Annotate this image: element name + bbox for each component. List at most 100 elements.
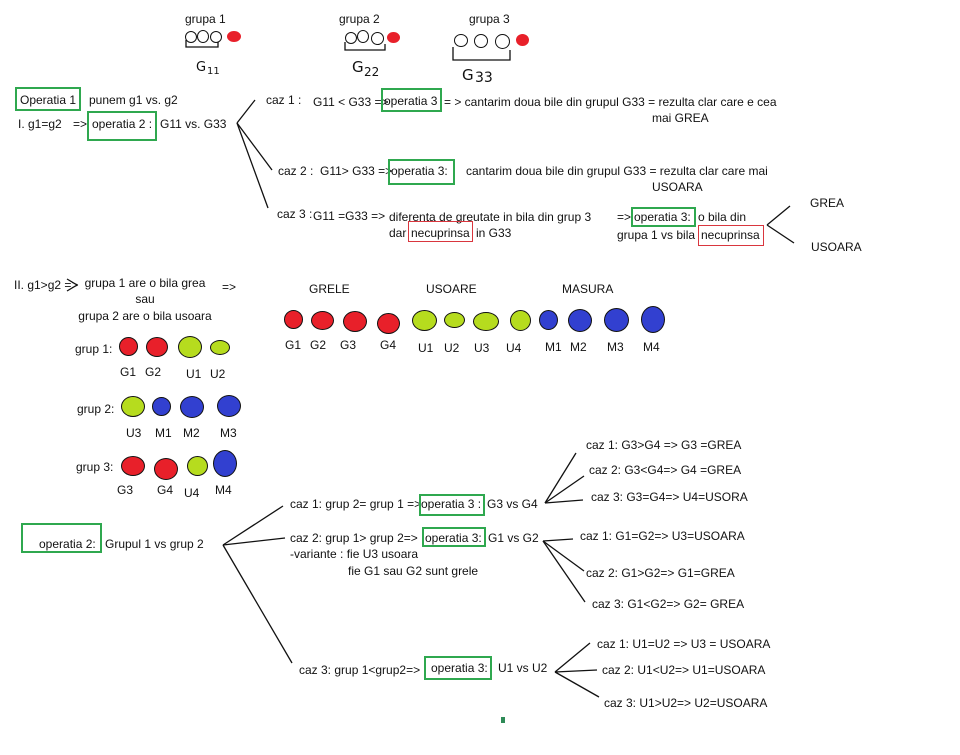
case-2-operation-label: operatia 3: — [391, 164, 448, 178]
ball-label: U4 — [506, 341, 522, 355]
case-3-operation-box — [631, 207, 696, 227]
ball-unknown — [185, 31, 197, 43]
case-3-text-2-post: in G33 — [476, 226, 512, 240]
case-ii-line-3: grupa 2 are o bila usoara — [78, 309, 212, 323]
ball-unknown — [345, 32, 357, 44]
ball-m4 — [213, 450, 237, 477]
section-2-case-1-operation-label: operatia 3 : — [421, 497, 482, 511]
stray-mark — [501, 717, 505, 723]
outcome: caz 2: G3<G4=> G4 =GREA — [589, 463, 742, 477]
case-3-label: caz 3 : — [277, 207, 313, 221]
ball-label: M3 — [607, 340, 624, 354]
ball-label: U1 — [418, 341, 434, 355]
ball-unknown — [210, 31, 222, 43]
section-2-case-1-label: caz 1: grup 2= grup 1 => — [290, 497, 422, 511]
case-3-highlight-box — [408, 221, 473, 242]
ball-g3 — [343, 311, 367, 332]
outcome-heavy: GREA — [810, 196, 845, 210]
ball-label: M2 — [183, 426, 200, 440]
case-2-text-2: USOARA — [652, 180, 703, 194]
section-2-case-3-operation-label: operatia 3: — [431, 661, 488, 675]
group-1-label: grup 1: — [75, 342, 113, 356]
operation-2-label: operatia 2 : — [92, 117, 153, 131]
ball-u3 — [473, 312, 499, 331]
ball-unknown — [197, 30, 209, 43]
case-3-operation-label: operatia 3: — [634, 210, 691, 224]
case-1-text: = > cantarim doua bile din grupul G33 = … — [444, 95, 777, 109]
section-2-case-3-operation-box — [424, 656, 492, 680]
section-2-case-2-label: caz 2: grup 1> grup 2=> — [290, 531, 418, 545]
ball-unknown — [357, 30, 369, 43]
case-3-operation-highlight-text: necuprinsa — [701, 228, 760, 242]
svg-text:11: 11 — [207, 66, 220, 77]
case-3-operation-text: o bila din — [698, 210, 747, 224]
outcome: caz 3: U1>U2=> U2=USOARA — [604, 696, 768, 710]
outcome: caz 2: U1<U2=> U1=USOARA — [602, 663, 766, 677]
ball-label: U4 — [184, 486, 200, 500]
outcome: caz 2: G1>G2=> G1=GREA — [586, 566, 735, 580]
operation-1-box — [15, 87, 81, 111]
section-2-case-2-note-1: -variante : fie U3 usoara — [290, 547, 419, 561]
case-3-highlight-text: necuprinsa — [411, 226, 470, 240]
case-1-condition: G11 < G33 => — [313, 95, 389, 109]
operation-2-box — [87, 111, 157, 141]
handwritten-g11: G — [196, 60, 206, 75]
category-light-title: USOARE — [426, 282, 477, 296]
ball-label: U3 — [126, 426, 142, 440]
ball-m3 — [217, 395, 241, 417]
case-ii-line-1: grupa 1 are o bila grea — [84, 276, 206, 290]
svg-text:33: 33 — [475, 70, 493, 86]
ball-g1 — [119, 337, 138, 356]
ball-label: U2 — [210, 367, 226, 381]
outcome-light: USOARA — [811, 240, 862, 254]
section-2-case-2-operation-label: operatia 3: — [425, 531, 482, 545]
category-standard-title: MASURA — [562, 282, 614, 296]
operation-1-label: Operatia 1 — [20, 93, 77, 107]
case-3-operation-text-2: grupa 1 vs bila — [617, 228, 696, 242]
case-2-operation-box — [388, 159, 455, 185]
ball-g4 — [377, 313, 400, 334]
section-2-case-1-operation-text: G3 vs G4 — [487, 497, 538, 511]
ball-odd — [516, 34, 529, 46]
ball-u2 — [444, 312, 465, 328]
ball-unknown — [474, 34, 488, 48]
ball-g2 — [146, 337, 168, 357]
ball-label: U3 — [474, 341, 490, 355]
section-2-operation-2-text: Grupul 1 vs grup 2 — [105, 537, 204, 551]
ball-m4 — [641, 306, 665, 333]
group-title: grupa 1 — [185, 12, 226, 26]
ball-label: G4 — [380, 338, 397, 352]
section-2-case-3-label: caz 3: grup 1<grup2=> — [299, 663, 421, 677]
ball-label: U1 — [186, 367, 202, 381]
case-ii-label: II. g1>g2 => — [14, 278, 79, 292]
ball-label: G4 — [157, 483, 174, 497]
ball-m2 — [568, 309, 592, 332]
ball-u4 — [187, 456, 208, 476]
ball-label: M1 — [155, 426, 172, 440]
ball-u1 — [412, 310, 437, 331]
arrow: => — [222, 280, 237, 294]
ball-label: M4 — [215, 483, 232, 497]
ball-u2 — [210, 340, 230, 355]
case-3-operation-highlight-box — [698, 225, 764, 246]
section-2-case-2-operation-text: G1 vs G2 — [488, 531, 539, 545]
ball-m1 — [152, 397, 171, 416]
ball-u1 — [178, 336, 202, 358]
handwritten-g22: G — [352, 58, 364, 76]
ball-unknown — [495, 34, 510, 49]
ball-odd — [227, 31, 241, 42]
ball-m1 — [539, 310, 558, 330]
section-2-case-2-note-2: fie G1 sau G2 sunt grele — [348, 564, 479, 578]
ball-label: G1 — [285, 338, 302, 352]
ball-odd — [387, 32, 400, 43]
section-2-case-2-operation-box — [422, 527, 486, 547]
case-3-condition: G11 =G33 => — [313, 209, 386, 223]
group-title: grupa 2 — [339, 12, 380, 26]
ball-g4 — [154, 458, 178, 480]
case-1-label: caz 1 : — [266, 93, 302, 107]
outcome: caz 3: G3=G4=> U4=USORA — [591, 490, 748, 504]
ball-label: M3 — [220, 426, 237, 440]
case-1-operation-label: operatia 3 — [384, 94, 438, 108]
arrow: => — [617, 210, 632, 224]
ball-unknown — [454, 34, 468, 47]
